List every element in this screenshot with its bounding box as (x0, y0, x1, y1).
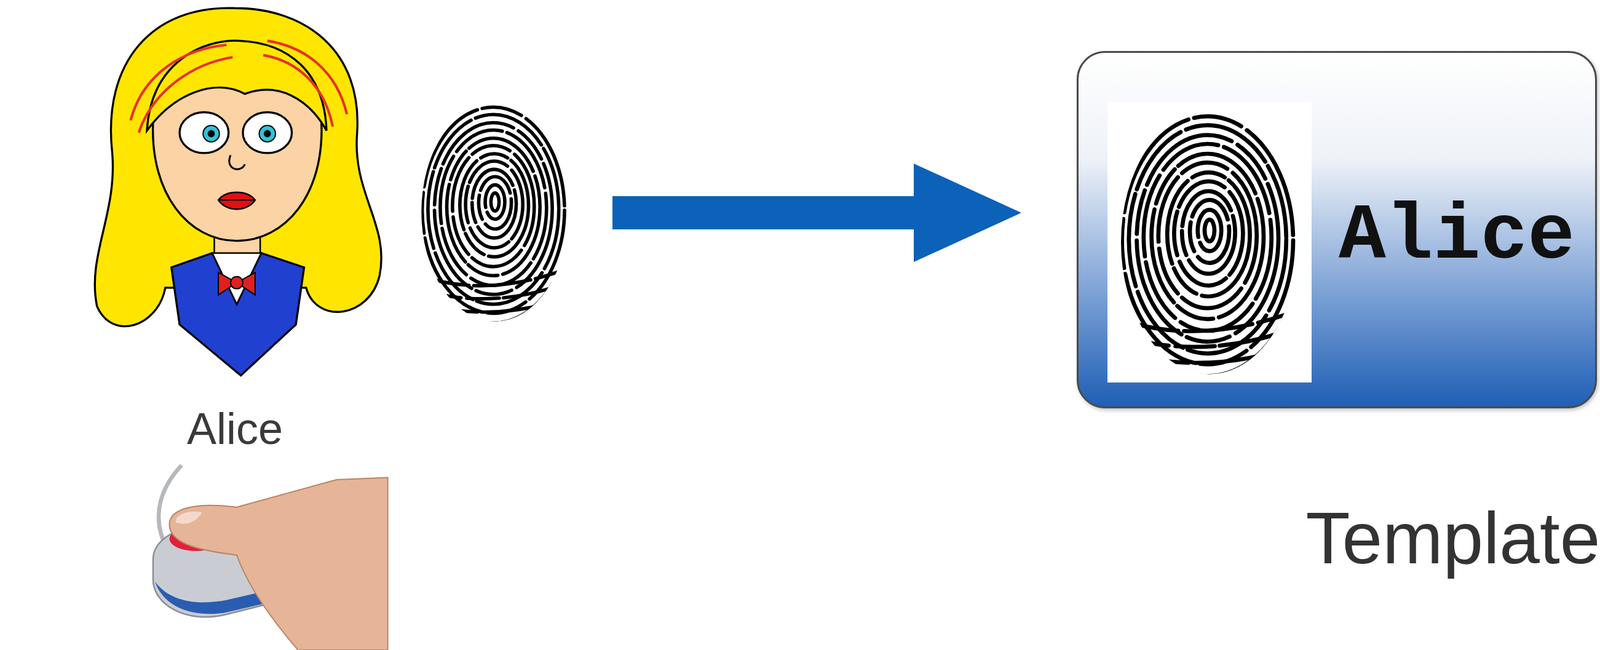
scanner-band (154, 567, 323, 615)
lips-line (219, 199, 254, 201)
bow-tie (236, 272, 256, 296)
hair-streak (130, 44, 227, 121)
fringe (146, 40, 327, 131)
scanner-cable (158, 465, 182, 551)
iris (258, 125, 276, 143)
scanner-sensor (169, 526, 222, 551)
fingernail (175, 511, 202, 524)
shirt-collar (212, 253, 262, 305)
hair-streak (263, 55, 333, 127)
nose (229, 154, 245, 170)
node-label: Alice (186, 406, 283, 451)
neck (213, 226, 261, 261)
fingerprint (413, 99, 577, 323)
hand (169, 477, 388, 650)
iris (202, 125, 220, 143)
bow-tie-knot (230, 276, 243, 290)
fingerprint (1111, 106, 1308, 376)
jacket (171, 253, 305, 376)
template-box: AliceTemplate (1076, 51, 1597, 409)
node-heading: Template (1306, 501, 1600, 575)
eye (179, 112, 229, 154)
pupil (207, 130, 216, 138)
hair-streak (138, 57, 234, 133)
eye (242, 112, 293, 154)
hair (94, 7, 382, 326)
block-arrow (612, 163, 1022, 262)
node-label: Alice (1338, 197, 1575, 277)
scanner-body (153, 519, 324, 617)
lips (218, 192, 256, 210)
alice-cartoon (94, 7, 388, 650)
fingerprint-card (1107, 102, 1312, 383)
face (153, 75, 322, 242)
hair-streak (267, 40, 347, 114)
person-figure: Alice (79, 0, 613, 462)
pupil (263, 130, 272, 138)
bow-tie (218, 272, 237, 296)
